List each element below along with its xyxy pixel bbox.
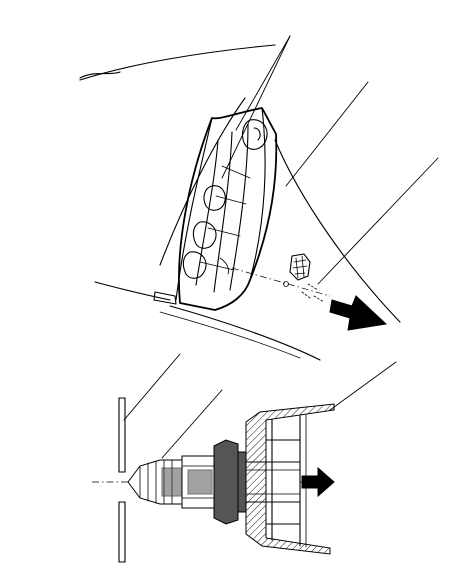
lamp-housing	[153, 107, 278, 311]
lower-view	[92, 353, 397, 563]
bulb-sockets	[182, 119, 268, 279]
panel-section	[118, 397, 126, 563]
upper-view	[79, 35, 439, 361]
pull-arrow-lower	[301, 466, 335, 498]
lower-leader-lines	[123, 353, 397, 459]
clip-section	[127, 439, 301, 525]
lamp-lens	[195, 123, 251, 293]
housing-tab	[153, 291, 177, 305]
housing-section	[245, 403, 335, 555]
upper-leader-lines	[221, 35, 439, 285]
clip-fastener	[231, 253, 331, 303]
pull-arrow-upper	[329, 295, 388, 331]
